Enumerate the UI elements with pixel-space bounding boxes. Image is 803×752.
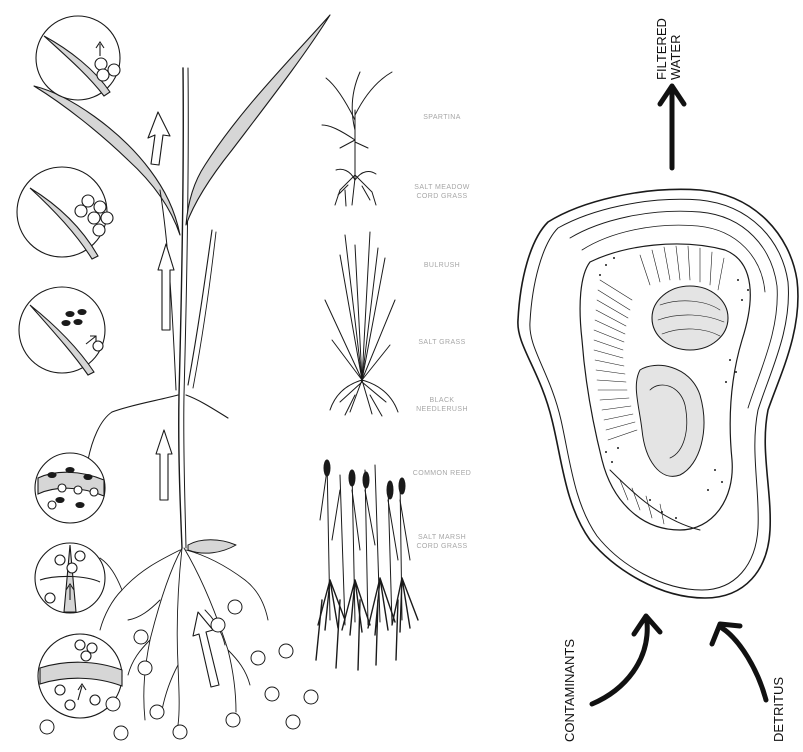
label-contaminants: CONTAMINANTS [563, 639, 577, 742]
label-black-needlerush-line1: BLACK [397, 396, 487, 405]
label-salt-meadow-line2: CORD GRASS [397, 192, 487, 201]
label-detritus: DETRITUS [772, 677, 786, 742]
plant-roots [100, 548, 268, 725]
bulrush-plant [325, 232, 398, 416]
oyster-visceral-mass [636, 365, 704, 476]
label-salt-grass: SALT GRASS [397, 338, 487, 347]
label-filtered-line2: WATER [669, 18, 683, 80]
magnifier-leaf-middle [17, 167, 113, 259]
label-black-needlerush: BLACK NEEDLERUSH [397, 396, 487, 414]
magnifier-leaf-lower [19, 287, 105, 375]
filtered-water-arrow-icon [660, 86, 684, 168]
label-bulrush: BULRUSH [397, 261, 487, 270]
common-reed-plant [316, 460, 418, 670]
magnifier-root-cells [35, 453, 105, 523]
contaminants-arrow-icon [592, 616, 660, 704]
label-salt-marsh-cord-grass: SALT MARSH CORD GRASS [397, 533, 487, 551]
spartina-plant [322, 72, 392, 206]
oyster-illustration [518, 189, 798, 598]
base-leaf [188, 540, 236, 553]
label-salt-marsh-line2: CORD GRASS [397, 542, 487, 551]
detritus-arrow-icon [712, 624, 766, 700]
plant-stem [179, 68, 184, 548]
label-filtered-water: FILTERED WATER [655, 18, 683, 80]
leaf-blade-right [186, 15, 330, 225]
up-arrow-icon [148, 112, 170, 165]
magnifier-root-uptake [35, 543, 105, 613]
label-filtered-line1: FILTERED [655, 18, 669, 80]
label-salt-meadow-line1: SALT MEADOW [397, 183, 487, 192]
label-salt-marsh-line1: SALT MARSH [397, 533, 487, 542]
label-spartina: SPARTINA [397, 113, 487, 122]
label-common-reed: COMMON REED [397, 469, 487, 478]
label-black-needlerush-line2: NEEDLERUSH [397, 405, 487, 414]
up-arrow-icon [156, 430, 172, 500]
marsh-plants [316, 72, 418, 670]
leaf-lower-right [188, 230, 212, 385]
up-arrow-icon [158, 244, 174, 330]
magnifier-leaf-top [36, 16, 120, 100]
label-salt-meadow-cord-grass: SALT MEADOW CORD GRASS [397, 183, 487, 201]
